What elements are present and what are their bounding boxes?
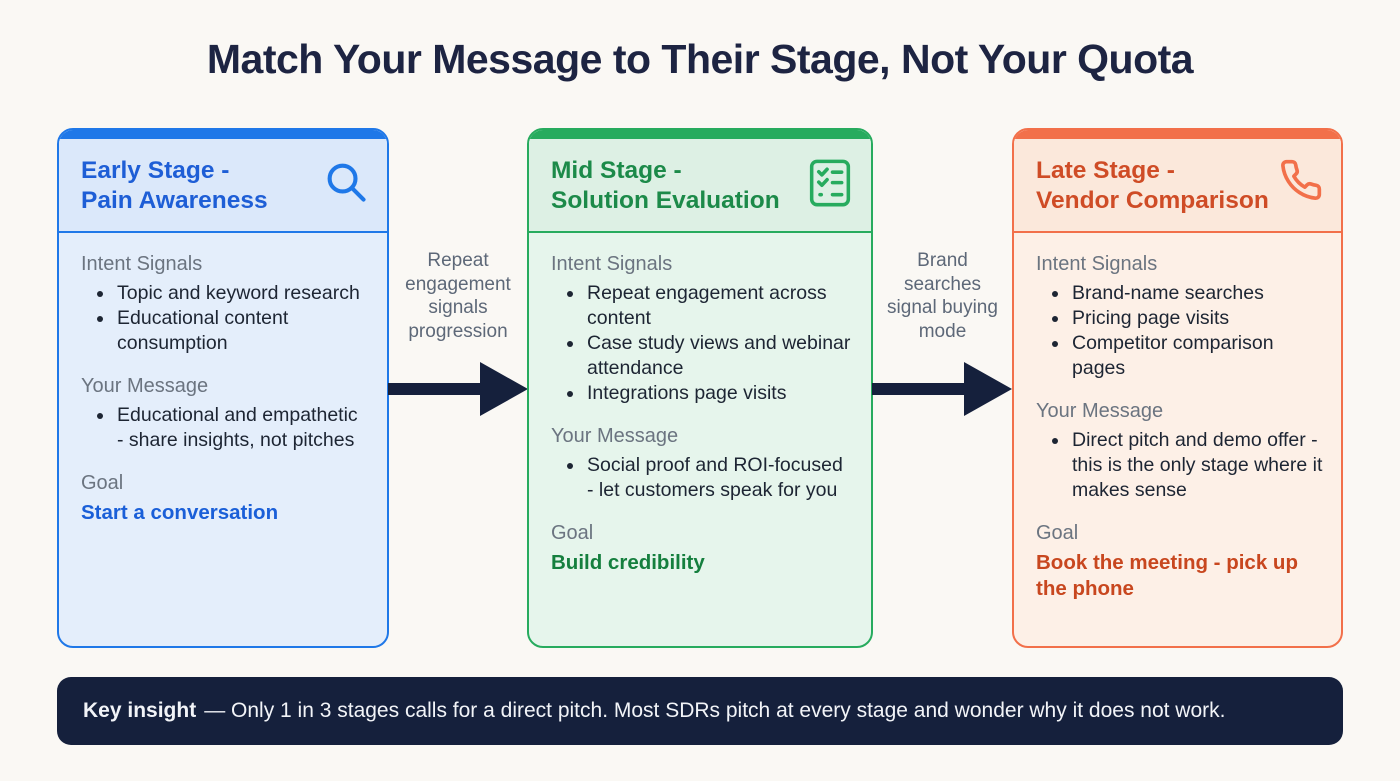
list-item: Direct pitch and demo offer - this is th… — [1070, 428, 1323, 503]
goal-text: Book the meeting - pick up the phone — [1036, 551, 1298, 600]
intent-signals-list: Brand-name searches Pricing page visits … — [1036, 281, 1323, 381]
list-item: Educational and empathetic - share insig… — [115, 403, 369, 453]
key-insight-text: — Only 1 in 3 stages calls for a direct … — [204, 699, 1226, 722]
arrow-right-icon — [872, 362, 1012, 421]
card-title-line1: Mid Stage - — [551, 157, 682, 184]
list-item: Repeat engagement across content — [585, 281, 853, 331]
arrow-right-icon — [388, 362, 528, 421]
card-title-line1: Early Stage - — [81, 157, 230, 184]
list-item: Social proof and ROI-focused - let custo… — [585, 453, 853, 503]
card-title-late: Late Stage - Vendor Comparison — [1036, 156, 1269, 216]
intent-signals-list: Repeat engagement across content Case st… — [551, 281, 853, 406]
list-item: Case study views and webinar attendance — [585, 331, 853, 381]
goal-label: Goal — [1036, 522, 1079, 544]
card-title-line2: Pain Awareness — [81, 187, 268, 214]
goal-label: Goal — [551, 522, 594, 544]
stage-card-mid: Mid Stage - Solution Evaluation Intent S… — [527, 128, 873, 648]
key-insight-label: Key insight — [83, 699, 197, 722]
card-top-accent — [59, 130, 387, 139]
stage-card-early: Early Stage - Pain Awareness Intent Sign… — [57, 128, 389, 648]
card-top-accent — [529, 130, 871, 139]
intent-signals-list: Topic and keyword research Educational c… — [81, 281, 369, 356]
checklist-icon — [807, 158, 853, 213]
page-title: Match Your Message to Their Stage, Not Y… — [206, 36, 1194, 82]
your-message-list: Social proof and ROI-focused - let custo… — [551, 453, 853, 503]
key-insight-bar: Key insight — Only 1 in 3 stages calls f… — [57, 677, 1343, 745]
card-header-mid: Mid Stage - Solution Evaluation — [529, 139, 871, 233]
search-icon — [322, 158, 369, 210]
stage-card-late: Late Stage - Vendor Comparison Intent Si… — [1012, 128, 1343, 648]
card-body-late: Intent Signals Brand-name searches Prici… — [1014, 233, 1341, 646]
connector-label-early-to-mid: Repeat engagement signals progression — [405, 250, 511, 342]
card-header-early: Early Stage - Pain Awareness — [59, 139, 387, 233]
list-item: Competitor comparison pages — [1070, 331, 1323, 381]
phone-icon — [1279, 158, 1323, 207]
your-message-list: Educational and empathetic - share insig… — [81, 403, 369, 453]
list-item: Brand-name searches — [1070, 281, 1323, 306]
goal-text: Start a conversation — [81, 501, 279, 524]
card-top-accent — [1014, 130, 1341, 139]
card-body-mid: Intent Signals Repeat engagement across … — [529, 233, 871, 646]
card-body-early: Intent Signals Topic and keyword researc… — [59, 233, 387, 646]
card-title-mid: Mid Stage - Solution Evaluation — [551, 156, 780, 216]
goal-text: Build credibility — [551, 551, 705, 574]
intent-signals-label: Intent Signals — [81, 253, 203, 275]
card-title-early: Early Stage - Pain Awareness — [81, 156, 268, 216]
goal-label: Goal — [81, 472, 124, 494]
intent-signals-label: Intent Signals — [1036, 253, 1158, 275]
intent-signals-label: Intent Signals — [551, 253, 673, 275]
your-message-list: Direct pitch and demo offer - this is th… — [1036, 428, 1323, 503]
your-message-label: Your Message — [81, 375, 209, 397]
card-title-line2: Vendor Comparison — [1036, 187, 1269, 214]
card-header-late: Late Stage - Vendor Comparison — [1014, 139, 1341, 233]
list-item: Educational content consumption — [115, 306, 369, 356]
card-title-line2: Solution Evaluation — [551, 187, 780, 214]
list-item: Pricing page visits — [1070, 306, 1323, 331]
card-title-line1: Late Stage - — [1036, 157, 1175, 184]
list-item: Topic and keyword research — [115, 281, 369, 306]
your-message-label: Your Message — [1036, 400, 1164, 422]
list-item: Integrations page visits — [585, 381, 853, 406]
your-message-label: Your Message — [551, 425, 679, 447]
connector-label-mid-to-late: Brand searches signal buying mode — [887, 250, 998, 342]
